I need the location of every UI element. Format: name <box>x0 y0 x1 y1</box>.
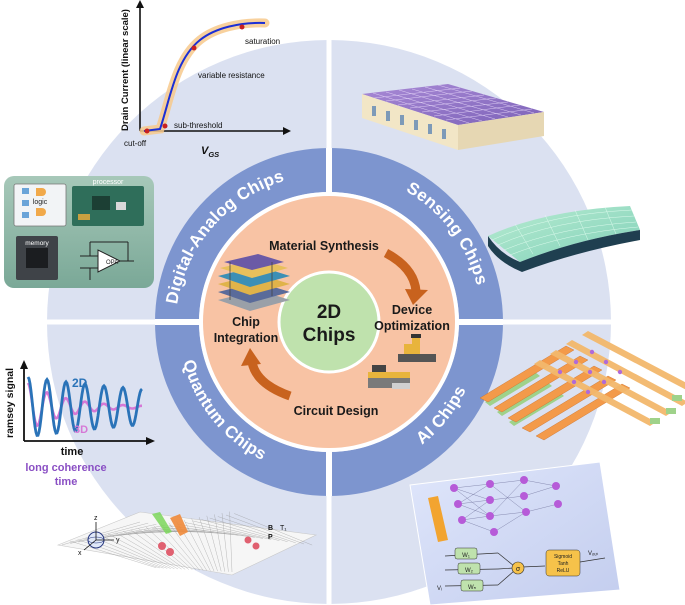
axis-x: x <box>78 550 82 557</box>
center-title-line2: Chips <box>303 325 356 346</box>
v-in-label: Vᵢ <box>437 586 442 592</box>
lattice-line <box>176 523 255 538</box>
memory-label: memory <box>25 240 49 247</box>
lattice-line <box>107 533 175 569</box>
band-divider-top <box>326 148 332 198</box>
lattice-line <box>206 515 222 572</box>
arrow-design-to-integration <box>241 348 292 401</box>
axis-y: y <box>116 537 120 544</box>
arrow-synthesis-to-device <box>383 249 428 305</box>
lattice-line <box>153 525 197 571</box>
ramsey-curve-3d <box>26 382 142 428</box>
ai-crossbar-array <box>479 331 685 441</box>
activation-line3: ReLU <box>557 568 570 574</box>
lattice-line <box>234 513 313 546</box>
label-b: B <box>268 525 273 532</box>
process-device-line1: Device <box>392 303 432 317</box>
lattice-line <box>123 531 182 570</box>
opa-label: OPA <box>106 260 118 266</box>
weight-1: W₁ <box>462 553 470 559</box>
ramsey-series-3d: 3D <box>74 424 88 436</box>
lattice-line <box>229 511 233 573</box>
process-material-synthesis: Material Synthesis <box>269 239 379 253</box>
activation-line1: Sigmoid <box>554 554 572 560</box>
iv-xlabel: VGS <box>201 145 219 159</box>
weight-2: W₂ <box>465 568 474 574</box>
lattice-line <box>69 540 157 568</box>
lattice-line <box>70 522 149 544</box>
transistor-iv-plot: Drain Current (linear scale) saturation … <box>120 0 291 159</box>
laser-beam <box>152 512 172 534</box>
lattice-line <box>160 526 239 536</box>
center-circle <box>277 270 381 374</box>
label-t: T₁ <box>280 525 287 532</box>
ramsey-series-2d: 2D <box>72 376 88 390</box>
iv-label-saturation: saturation <box>245 37 280 46</box>
lattice-line <box>115 532 179 570</box>
device-illustration <box>398 334 436 362</box>
band-divider-right <box>453 319 503 325</box>
coherence-caption-line2: time <box>55 476 78 488</box>
lattice-line <box>183 519 211 571</box>
lattice-line <box>130 529 186 570</box>
lattice-line <box>225 514 305 545</box>
flexible-sensor-sheet <box>488 206 640 272</box>
opamp-circuit: OPA <box>80 241 134 280</box>
axis-z: z <box>94 515 98 522</box>
weight-n: Wₙ <box>468 585 477 591</box>
lattice-line <box>193 520 272 540</box>
iv-ylabel: Drain Current (linear scale) <box>120 9 131 131</box>
center-title-line1: 2D <box>317 302 341 323</box>
logic-label: logic <box>33 199 48 206</box>
lattice-line <box>92 536 168 569</box>
lattice-line <box>100 535 171 569</box>
lattice-line <box>217 516 296 544</box>
ramsey-curve-2d <box>26 376 143 437</box>
defect-spins <box>158 536 260 556</box>
process-integration-line1: Chip <box>232 315 260 329</box>
iv-curve <box>143 21 266 132</box>
summing-node <box>511 561 525 575</box>
activation-line2: Tanh <box>558 561 569 567</box>
iv-label-variable-resistance: variable resistance <box>198 71 265 80</box>
lattice-line <box>168 522 204 571</box>
stacked-layers-illustration <box>218 254 290 311</box>
ramsey-plot: ramsey signal time 2D 3D long coherence … <box>4 360 155 488</box>
digital-analog-panel: logic processor memory OPA <box>4 176 154 288</box>
process-circuit-design: Circuit Design <box>294 404 379 418</box>
circuit-illustration <box>368 365 410 389</box>
label-p: P <box>268 534 273 541</box>
ramsey-xlabel: time <box>61 446 84 458</box>
ai-neural-network-panel: W₁ W₂ Wₙ σ Sigmoid Tanh ReLU Vᵢ Vₒᵤₜ <box>409 461 621 605</box>
ramsey-ylabel: ramsey signal <box>4 368 16 438</box>
lattice-line <box>214 514 225 572</box>
activation-box <box>545 549 581 577</box>
lattice-line <box>199 517 218 572</box>
iv-label-cut-off: cut-off <box>124 139 147 148</box>
v-out-label: Vₒᵤₜ <box>588 551 599 557</box>
band-divider-bottom <box>326 446 332 496</box>
sensor-array-block <box>362 84 544 150</box>
processor-label: processor <box>93 179 124 186</box>
lattice-line <box>191 518 215 572</box>
band-divider-left <box>155 319 205 325</box>
process-device-line2: Optimization <box>374 319 450 333</box>
lattice-line <box>209 517 288 542</box>
coherence-caption-line1: long coherence <box>25 462 106 474</box>
lattice-line <box>221 512 229 572</box>
iv-label-sub-threshold: sub-threshold <box>174 121 222 130</box>
process-integration-line2: Integration <box>214 331 279 345</box>
sigma-symbol: σ <box>516 566 521 573</box>
quantum-lattice: z y x B P T₁ <box>56 511 318 576</box>
lattice-line <box>201 519 280 541</box>
